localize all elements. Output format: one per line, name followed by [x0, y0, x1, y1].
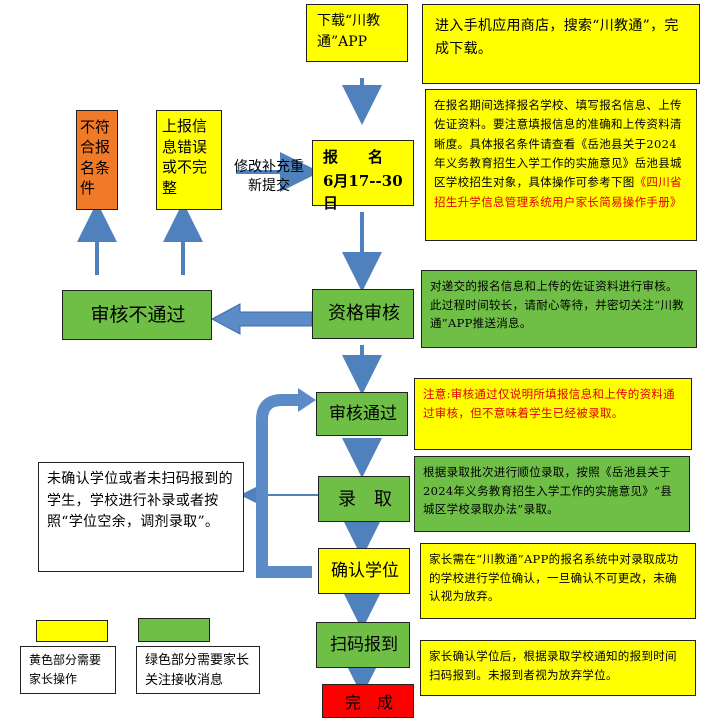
admit-box: 录 取	[318, 476, 410, 522]
scan-note-text: 家长确认学位后，根据录取学校通知的报到时间扫码报到。未报到者视为放弃学位。	[429, 649, 677, 682]
legend-green-swatch	[138, 618, 210, 642]
not-qualified-box: 不符合报名条件	[76, 110, 118, 210]
confirm-box: 确认学位	[318, 548, 410, 594]
info-error-box: 上报信息错误或不完整	[156, 110, 222, 210]
legend-yellow-box: 黄色部分需要家长操作	[20, 646, 116, 694]
passed-note: 注意:审核通过仅说明所填报信息和上传的资料通过审核，但不意味着学生已经被录取。	[414, 378, 692, 450]
info-error-label: 上报信息错误或不完整	[162, 117, 208, 198]
scan-note: 家长确认学位后，根据录取学校通知的报到时间扫码报到。未报到者视为放弃学位。	[420, 640, 696, 696]
passed-label: 审核通过	[329, 404, 397, 424]
register-label-2: 6月17--30日	[323, 172, 403, 212]
legend-green-box: 绿色部分需要家长关注接收消息	[136, 646, 260, 694]
admit-label: 录 取	[338, 489, 392, 510]
admit-note-text: 根据录取批次进行顺位录取，按照《岳池县关于2024年义务教育招生入学工作的实施意…	[423, 465, 673, 517]
review-label: 资格审核	[328, 303, 400, 324]
confirm-note-text: 家长需在“川教通”APP的报名系统中对录取成功的学校进行学位确认，一旦确认不可更…	[429, 552, 679, 604]
admit-note: 根据录取批次进行顺位录取，按照《岳池县关于2024年义务教育招生入学工作的实施意…	[414, 456, 690, 532]
register-box: 报 名 6月17--30日	[312, 140, 414, 212]
done-box: 完 成	[322, 684, 414, 718]
review-note: 对递交的报名信息和上传的佐证资料进行审核。此过程时间较长，请耐心等待，并密切关注…	[421, 270, 697, 348]
legend-green-label: 绿色部分需要家长关注接收消息	[145, 653, 250, 689]
review-box: 资格审核	[312, 289, 414, 339]
confirm-label: 确认学位	[331, 561, 399, 581]
download-note-text: 进入手机应用商店，搜索“川教通”，完成下载。	[435, 18, 679, 57]
legend-yellow-swatch	[36, 620, 108, 642]
unconfirmed-note: 未确认学位或者未扫码报到的学生，学校进行补录或者按照“学位空余，调剂录取”。	[38, 462, 244, 572]
scan-box: 扫码报到	[316, 622, 410, 668]
arrow-review-fail	[210, 303, 313, 335]
download-note: 进入手机应用商店，搜索“川教通”，完成下载。	[422, 4, 700, 84]
done-label: 完 成	[344, 693, 393, 712]
confirm-note: 家长需在“川教通”APP的报名系统中对录取成功的学校进行学位确认，一旦确认不可更…	[420, 543, 696, 619]
register-note: 在报名期间选择报名学校、填写报名信息、上传佐证资料。要注意填报信息的准确和上传资…	[425, 89, 697, 241]
arrow-loop-back	[256, 394, 312, 578]
revise-label: 修改补充重新提交	[234, 159, 304, 194]
unconfirmed-note-text: 未确认学位或者未扫码报到的学生，学校进行补录或者按照“学位空余，调剂录取”。	[47, 471, 233, 531]
passed-box: 审核通过	[316, 392, 408, 436]
review-fail-box: 审核不通过	[62, 290, 212, 340]
register-note-manual: 《四川省招生升学信息管理系统用户家长简易操作手册》	[434, 175, 682, 209]
passed-note-text: 注意:审核通过仅说明所填报信息和上传的资料通过审核，但不意味着学生已经被录取。	[423, 387, 675, 420]
download-box: 下载“川教通”APP	[306, 4, 408, 62]
scan-label: 扫码报到	[330, 635, 398, 655]
register-label-1: 报 名	[323, 148, 384, 166]
not-qualified-label: 不符合报名条件	[80, 118, 111, 197]
review-note-text: 对递交的报名信息和上传的佐证资料进行审核。此过程时间较长，请耐心等待，并密切关注…	[430, 279, 684, 331]
download-box-label: 下载“川教通”APP	[317, 13, 381, 50]
register-note-text: 在报名期间选择报名学校、填写报名信息、上传佐证资料。要注意填报信息的准确和上传资…	[434, 98, 682, 190]
review-fail-label: 审核不通过	[90, 304, 186, 326]
legend-yellow-label: 黄色部分需要家长操作	[29, 653, 102, 687]
